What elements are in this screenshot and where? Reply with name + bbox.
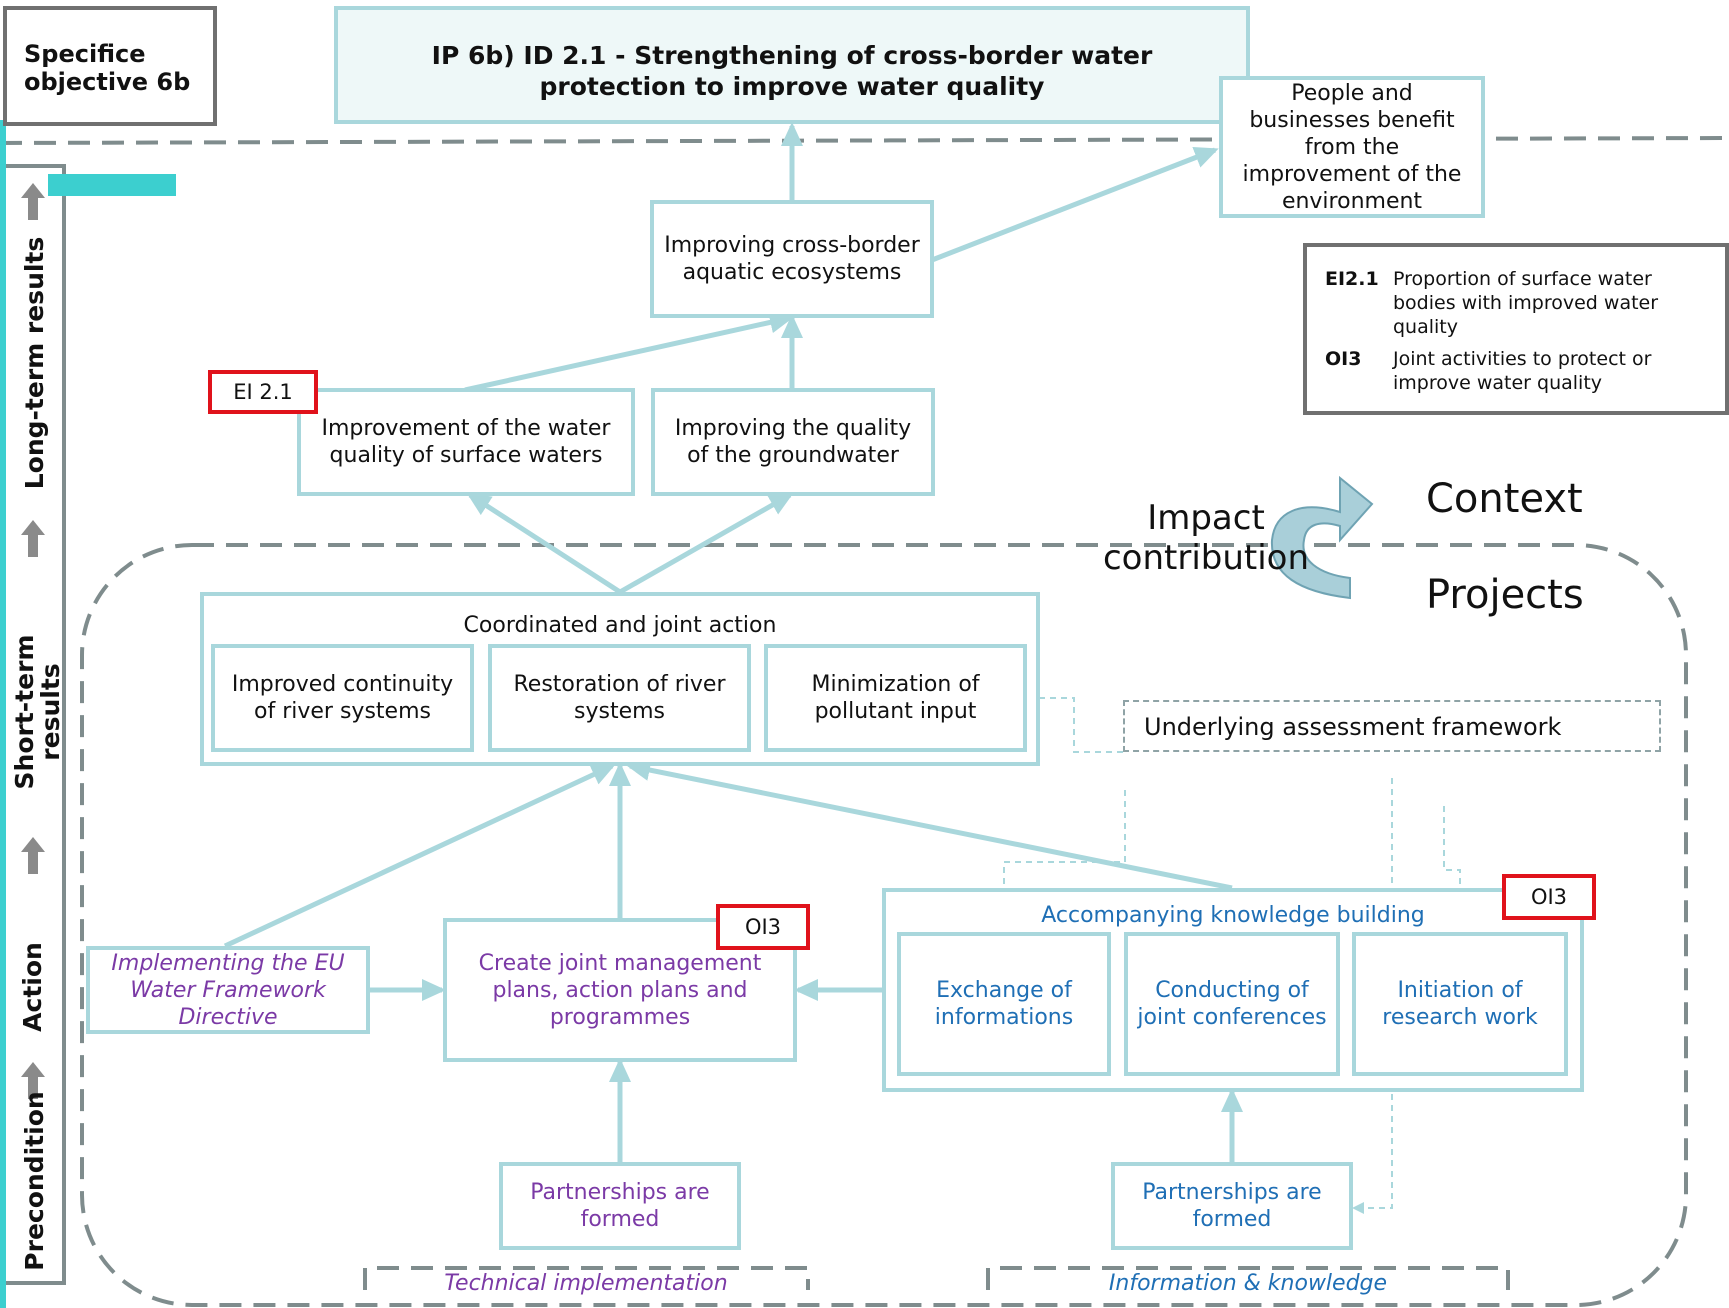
- level-short-term-line-1: Short-term: [10, 634, 39, 790]
- level-long-term: Long-term results: [20, 236, 49, 490]
- knowledge-exchange: Exchange of informations: [897, 932, 1111, 1076]
- level-arrows: [21, 183, 45, 1099]
- legend-row-ei: EI2.1 Proportion of surface water bodies…: [1325, 267, 1715, 339]
- short-term-continuity: Improved continuity of river systems: [211, 644, 474, 752]
- projects-label: Projects: [1426, 572, 1584, 618]
- indicator-legend: EI2.1 Proportion of surface water bodies…: [1303, 243, 1729, 415]
- tag-oi3-create: OI3: [716, 904, 810, 950]
- tag-oi3-knowledge: OI3: [1502, 874, 1596, 920]
- legend-text-ei: Proportion of surface water bodies with …: [1393, 268, 1659, 338]
- objective-label: Specifice objective 6b: [24, 40, 191, 96]
- impact-label-line-1: Impact: [1147, 498, 1265, 538]
- result-people: People and businesses benefit from the i…: [1219, 76, 1485, 218]
- title-line-1: IP 6b) ID 2.1 - Strengthening of cross-b…: [431, 41, 1153, 70]
- coordinated-title: Coordinated and joint action: [463, 613, 777, 638]
- impact-label-line-2: contribution: [1102, 538, 1310, 578]
- title-box: IP 6b) ID 2.1 - Strengthening of cross-b…: [334, 6, 1250, 124]
- precondition-partnerships-left: Partnerships are formed: [499, 1162, 741, 1250]
- short-term-pollutant: Minimization of pollutant input: [764, 644, 1027, 752]
- assessment-framework-label: Underlying assessment framework: [1144, 713, 1562, 741]
- objective-box: Specifice objective 6b: [3, 6, 217, 126]
- action-eu-directive: Implementing the EU Water Framework Dire…: [86, 946, 370, 1034]
- result-ecosystems: Improving cross-border aquatic ecosystem…: [650, 200, 934, 318]
- result-surface-water: Improvement of the water quality of surf…: [297, 388, 635, 496]
- impact-label: Impact contribution: [1096, 498, 1316, 578]
- impact-arrow: [1270, 475, 1374, 600]
- level-accent-bar: [48, 174, 176, 196]
- level-precondition: Precondition: [20, 1091, 49, 1271]
- result-groundwater: Improving the quality of the groundwater: [651, 388, 935, 496]
- tag-ei-2-1: EI 2.1: [208, 370, 318, 414]
- level-short-term: Short-term results: [10, 632, 65, 792]
- short-term-restoration: Restoration of river systems: [488, 644, 751, 752]
- legend-text-oi: Joint activities to protect or improve w…: [1393, 348, 1652, 394]
- knowledge-conferences: Conducting of joint conferences: [1124, 932, 1340, 1076]
- track-information: Information & knowledge: [1004, 1270, 1492, 1298]
- context-label: Context: [1426, 476, 1583, 522]
- projects-frame: [80, 543, 1688, 1307]
- level-action: Action: [18, 942, 47, 1032]
- left-accent-edge: [0, 120, 6, 1308]
- title-line-2: protection to improve water quality: [539, 72, 1045, 101]
- knowledge-title: Accompanying knowledge building: [1041, 903, 1425, 928]
- track-technical: Technical implementation: [380, 1270, 792, 1298]
- precondition-partnerships-right: Partnerships are formed: [1111, 1162, 1353, 1250]
- knowledge-research: Initiation of research work: [1352, 932, 1568, 1076]
- legend-row-oi: OI3 Joint activities to protect or impro…: [1325, 347, 1715, 395]
- level-short-term-line-2: results: [36, 663, 65, 761]
- legend-code-oi: OI3: [1325, 348, 1362, 370]
- legend-code-ei: EI2.1: [1325, 268, 1379, 290]
- assessment-framework: Underlying assessment framework: [1123, 700, 1661, 752]
